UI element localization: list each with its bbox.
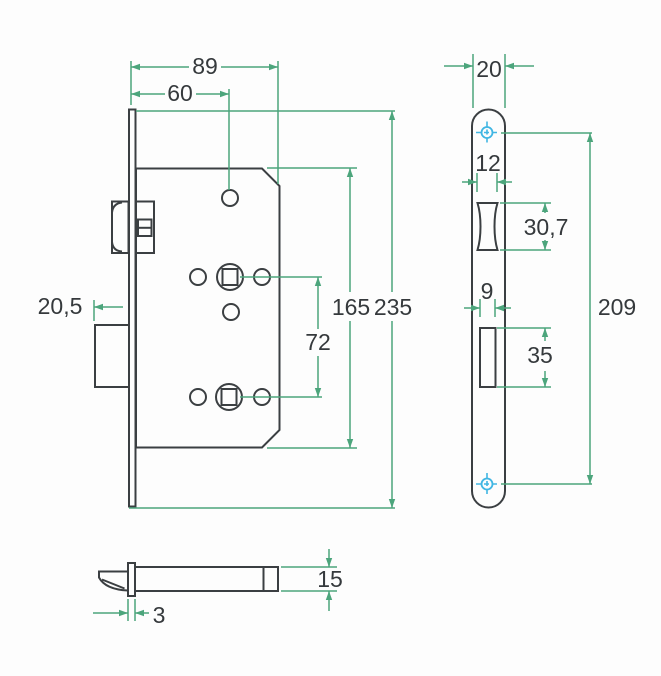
- dim-label-9: 9: [481, 278, 494, 304]
- screw-mark-top: [476, 121, 498, 144]
- dim-label-3: 3: [153, 602, 166, 628]
- dim-bolt-throw: 20,5: [38, 293, 123, 321]
- dead-bolt: [94, 324, 130, 388]
- dim-latch-bar-height: 15: [281, 549, 343, 611]
- dim-faceplate-thickness: 3: [93, 599, 165, 628]
- dim-screw-distance: 209: [501, 132, 636, 485]
- spindle-square-hole: [221, 268, 239, 286]
- dim-label-20: 20: [476, 56, 502, 82]
- dim-latch-opening-width: 12: [462, 150, 512, 192]
- dim-backplate-height: 235: [129, 110, 412, 509]
- dim-bolt-opening-width: 9: [464, 278, 511, 317]
- dim-faceplate-width: 20: [444, 54, 534, 108]
- hole-left-lower: [189, 388, 207, 406]
- dim-bolt-opening-height: 35: [497, 327, 553, 388]
- dim-label-15: 15: [317, 566, 343, 592]
- latch-bar: [134, 566, 279, 592]
- lock-case: [135, 167, 281, 449]
- dim-axle-distance: 72: [240, 276, 331, 398]
- dim-label-165: 165: [332, 294, 370, 320]
- dim-front-width: 89: [130, 53, 279, 184]
- front-view: [94, 108, 281, 508]
- dim-latch-opening-height: 30,7: [500, 202, 569, 251]
- dim-label-235: 235: [374, 294, 412, 320]
- dim-label-30-7: 30,7: [524, 214, 569, 240]
- dim-label-209: 209: [598, 294, 636, 320]
- faceplate-section: [127, 562, 136, 597]
- latch-tip: [98, 570, 129, 592]
- dim-label-89: 89: [192, 53, 218, 79]
- latch-bolt-head: [111, 200, 130, 254]
- hole-left-upper: [189, 268, 207, 286]
- latch-bevel-bottom: [111, 241, 123, 253]
- latch-bevel-top: [111, 201, 123, 213]
- dim-label-72: 72: [305, 329, 331, 355]
- dim-label-20-5: 20,5: [38, 293, 83, 319]
- dim-case-height: 165: [267, 167, 370, 449]
- latch-tip-edge: [101, 578, 125, 590]
- latch-side-view: [98, 562, 279, 597]
- screw-mark-bottom: [476, 473, 498, 495]
- bolt-opening: [479, 327, 497, 388]
- latch-opening: [476, 202, 499, 251]
- top-fixing-hole: [221, 189, 239, 207]
- dim-label-60: 60: [167, 80, 193, 106]
- cylinder-square-hole: [220, 388, 238, 406]
- backplate: [128, 108, 137, 508]
- dim-label-12: 12: [475, 150, 501, 176]
- dim-label-35: 35: [527, 342, 553, 368]
- middle-fixing-hole: [222, 303, 240, 321]
- dim-backset: 60: [131, 80, 230, 190]
